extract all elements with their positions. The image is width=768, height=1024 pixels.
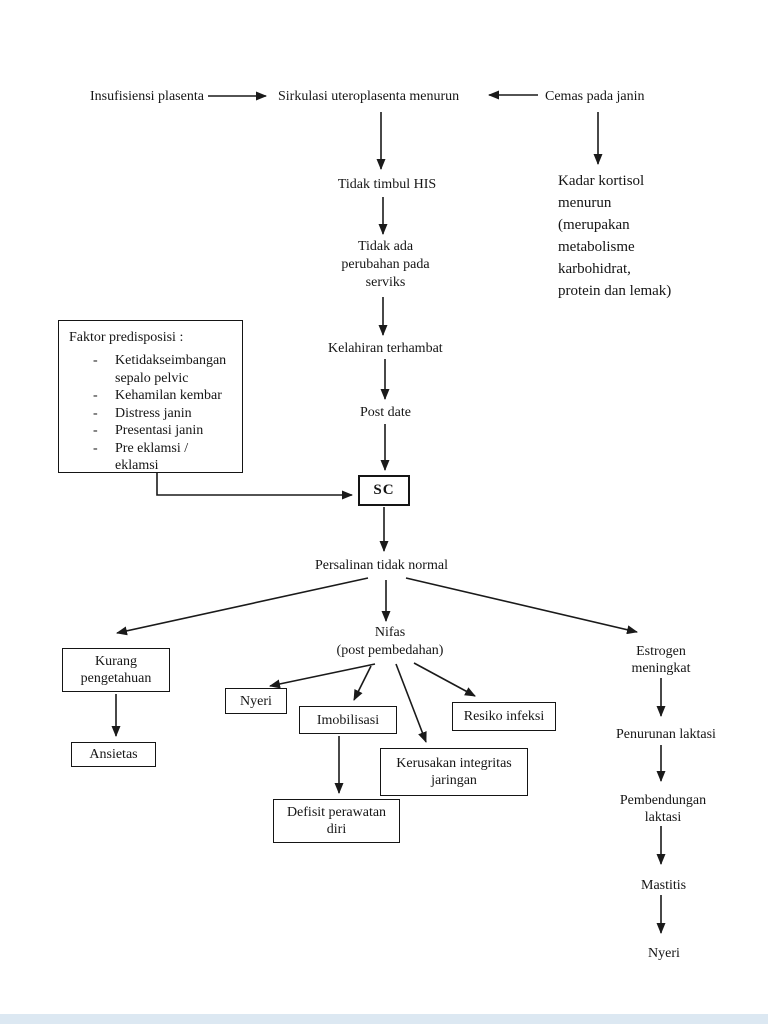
predisposisi-item: Ketidakseimbangan sepalo pelvic [93,352,234,387]
node-tidak-timbul-his: Tidak timbul HIS [337,177,437,192]
arrow-nifas-to-imobilisasi [353,665,372,701]
predisposisi-item: Distress janin [93,405,234,423]
node-cemas-pada-janin: Cemas pada janin [545,89,645,104]
node-insufisiensi-plasenta: Insufisiensi plasenta [90,89,204,104]
arrow-nifas-to-resiko [413,662,476,697]
predisposisi-list: Ketidakseimbangan sepalo pelvicKehamilan… [59,352,242,475]
node-sc-box: SC [358,475,410,506]
page-gap-bar [0,1014,768,1024]
node-imobilisasi-box: Imobilisasi [299,706,397,734]
predisposisi-title: Faktor predisposisi : [69,330,184,345]
node-kelahiran-terhambat: Kelahiran terhambat [328,341,443,356]
arrow-nifas-to-kerusakan [395,663,427,743]
node-sirkulasi-uteroplasenta: Sirkulasi uteroplasenta menurun [278,89,460,104]
node-mastitis: Mastitis [641,878,687,893]
arrow-nifas-to-nyeri [269,663,376,689]
node-nyeri-right: Nyeri [648,946,680,961]
predisposisi-item: Presentasi janin [93,422,234,440]
arrow-persalinan-to-kurang [116,577,369,636]
node-persalinan-tidak-normal: Persalinan tidak normal [315,558,448,573]
node-nifas: Nifas(post pembedahan) [336,625,444,658]
node-penurunan-laktasi: Penurunan laktasi [616,727,716,742]
node-post-date: Post date [360,405,411,420]
node-ansietas-box: Ansietas [71,742,156,767]
node-nyeri-box: Nyeri [225,688,287,714]
predisposisi-item: Kehamilan kembar [93,387,234,405]
predisposisi-box: Faktor predisposisi : Ketidakseimbangan … [58,320,243,473]
node-resiko-infeksi-box: Resiko infeksi [452,702,556,731]
arrow-faktor-to-sc [156,473,353,500]
predisposisi-item: Pre eklamsi / eklamsi [93,440,234,475]
arrow-persalinan-to-estrogen [405,577,638,635]
